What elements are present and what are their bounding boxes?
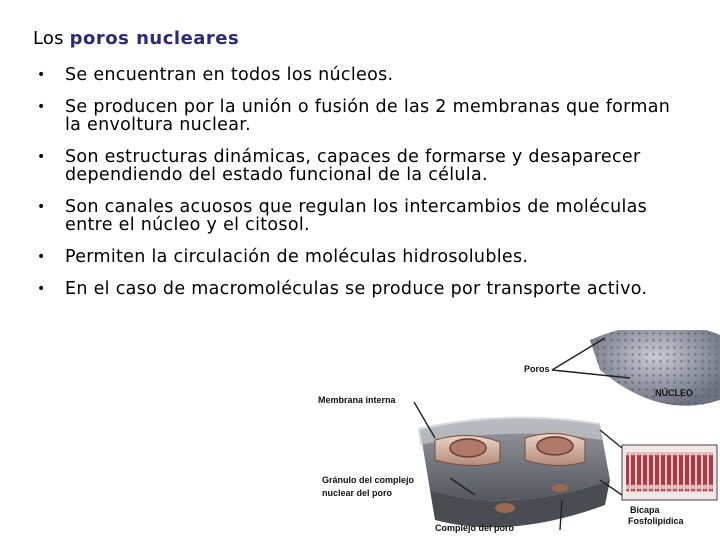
- label-membrana-interna: Membrana interna: [318, 395, 397, 405]
- bullet-item: • En el caso de macromoléculas se produce…: [33, 280, 673, 298]
- bullet-dot: •: [37, 67, 46, 83]
- pore-complex-right: [524, 433, 586, 466]
- label-nucleo: NÚCLEO: [655, 387, 693, 398]
- label-poros: Poros: [524, 364, 550, 374]
- bullet-dot: •: [37, 199, 46, 215]
- bullet-item: • Permiten la circulación de moléculas hi…: [33, 248, 673, 266]
- label-granulo-1: Gránulo del complejo: [322, 475, 415, 485]
- bullet-text: Son estructuras dinámicas, capaces de fo…: [65, 147, 641, 185]
- label-complejo: Complejo del poro: [435, 523, 515, 533]
- title-prefix: Los: [33, 28, 64, 49]
- bullet-dot: •: [37, 99, 46, 115]
- pore-complex-left: [434, 434, 501, 467]
- label-granulo-2: nuclear del poro: [322, 488, 393, 498]
- bullet-item: • Son estructuras dinámicas, capaces de f…: [33, 148, 673, 184]
- title-highlight: poros nucleares: [69, 28, 240, 49]
- bullet-text: Permiten la circulación de moléculas hid…: [65, 247, 529, 267]
- lipid-bilayer-inset: [621, 444, 718, 501]
- bullet-text: En el caso de macromoléculas se produce …: [65, 279, 648, 299]
- bullet-dot: •: [37, 281, 46, 297]
- pore-granules: [495, 484, 568, 513]
- bullet-dot: •: [37, 149, 46, 165]
- nuclear-pore-illustration: Poros NÚCLEO Membrana interna Gránulo de…: [318, 330, 720, 533]
- nucleus-sphere: [590, 330, 720, 406]
- bullet-text: Se producen por la unión o fusión de las…: [65, 97, 671, 135]
- bullet-text: Son canales acuosos que regulan los inte…: [65, 197, 648, 235]
- bullet-item: • Se producen por la unión o fusión de la…: [33, 98, 673, 134]
- label-bicapa-2: Fosfolipídica: [628, 516, 684, 526]
- label-bicapa-1: Bicapa: [630, 505, 661, 515]
- nuclear-envelope-slab: [418, 416, 610, 528]
- bullet-list: • Se encuentran en todos los núcleos. • Se…: [33, 66, 673, 312]
- bullet-item: • Son canales acuosos que regulan los int…: [33, 198, 673, 234]
- bullet-text: Se encuentran en todos los núcleos.: [65, 65, 394, 85]
- slide-title: Los poros nucleares: [33, 28, 239, 49]
- leader-lines: [413, 337, 631, 531]
- bullet-item: • Se encuentran en todos los núcleos.: [33, 66, 673, 84]
- bullet-dot: •: [37, 249, 46, 265]
